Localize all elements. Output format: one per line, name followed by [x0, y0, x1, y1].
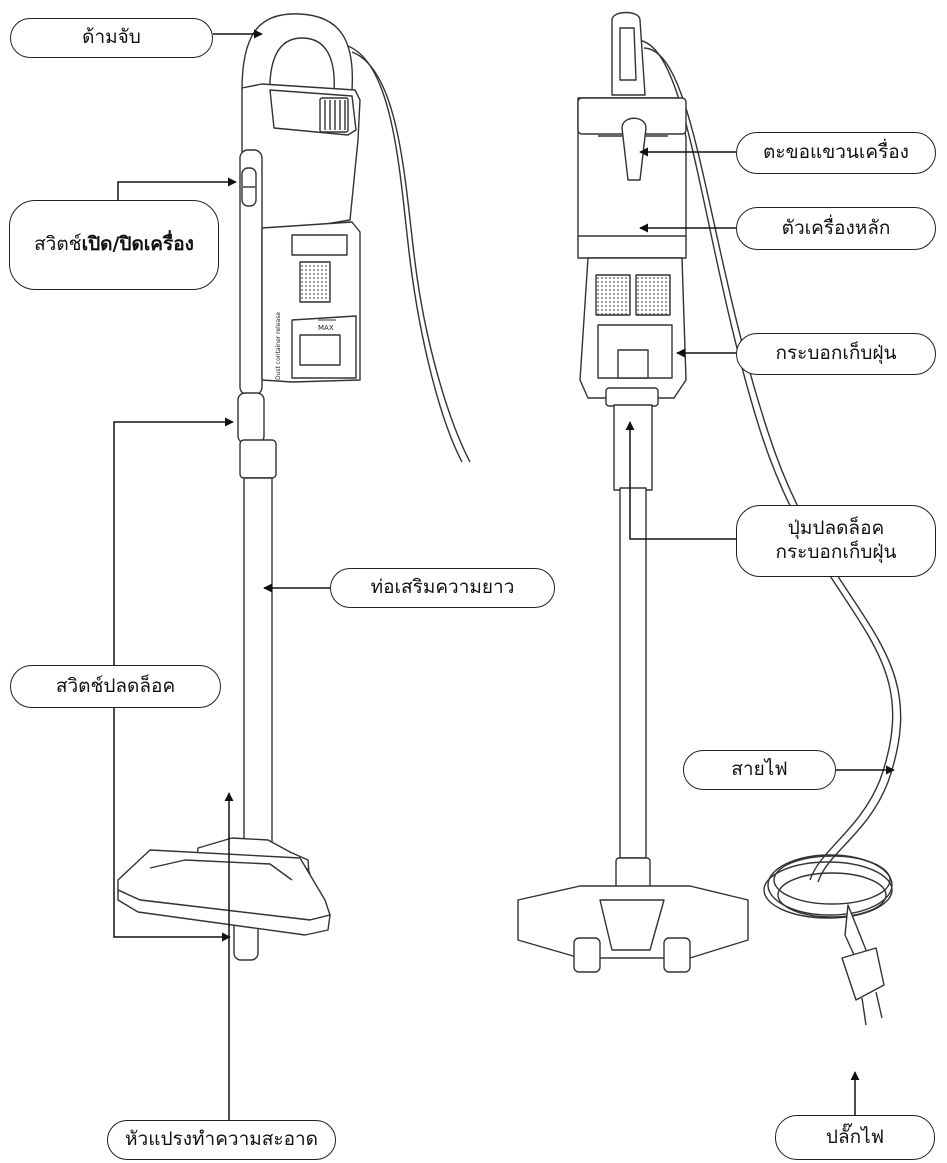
label-dust-release-line1: ปุ่มปลดล็อค [787, 517, 885, 540]
label-power-cord-text: สายไฟ [731, 758, 788, 781]
label-extension-tube: ท่อเสริมความยาว [330, 568, 555, 608]
label-floor-brush-text: หัวแปรงทำความสะอาด [125, 1128, 318, 1151]
label-hanging-hook-text: ตะขอแขวนเครื่อง [763, 141, 909, 164]
label-dust-release-line2: กระบอกเก็บฝุ่น [775, 541, 897, 563]
leader-release-lower [113, 708, 231, 942]
label-floor-brush: หัวแปรงทำความสะอาด [107, 1120, 336, 1160]
label-power-cord: สายไฟ [683, 750, 836, 790]
label-plug-text: ปลั๊กไฟ [825, 1125, 885, 1148]
label-extension-tube-text: ท่อเสริมความยาว [370, 576, 515, 599]
label-plug: ปลั๊กไฟ [775, 1115, 935, 1160]
dust-release-marking: Dust container release [275, 312, 282, 380]
label-power-switch: สวิตช์เปิด/ปิดเครื่อง [9, 200, 219, 290]
label-dust-release: ปุ่มปลดล็อค กระบอกเก็บฝุ่น [736, 505, 936, 577]
label-handle: ด้ามจับ [10, 18, 213, 58]
max-marking: MAX [318, 324, 334, 332]
leader-dust-release [625, 421, 736, 540]
label-release-switch: สวิตช์ปลดล็อค [10, 665, 221, 708]
label-power-switch-bold: เปิด/ปิดเครื่อง [81, 233, 194, 256]
label-dust-container: กระบอกเก็บฝุ่น [736, 333, 936, 375]
label-power-switch-prefix: สวิตช์ [34, 233, 82, 256]
label-release-switch-text: สวิตช์ปลดล็อค [55, 674, 176, 697]
leader-power-switch [117, 177, 237, 200]
label-dust-container-text: กระบอกเก็บฝุ่น [775, 342, 897, 365]
leader-release-upper [113, 417, 234, 665]
left-vacuum-drawing [117, 13, 471, 961]
label-hanging-hook: ตะขอแขวนเครื่อง [736, 132, 936, 174]
label-handle-text: ด้ามจับ [82, 26, 141, 49]
right-vacuum-drawing [517, 11, 902, 1026]
label-main-body: ตัวเครื่องหลัก [736, 207, 936, 250]
label-main-body-text: ตัวเครื่องหลัก [781, 216, 891, 239]
